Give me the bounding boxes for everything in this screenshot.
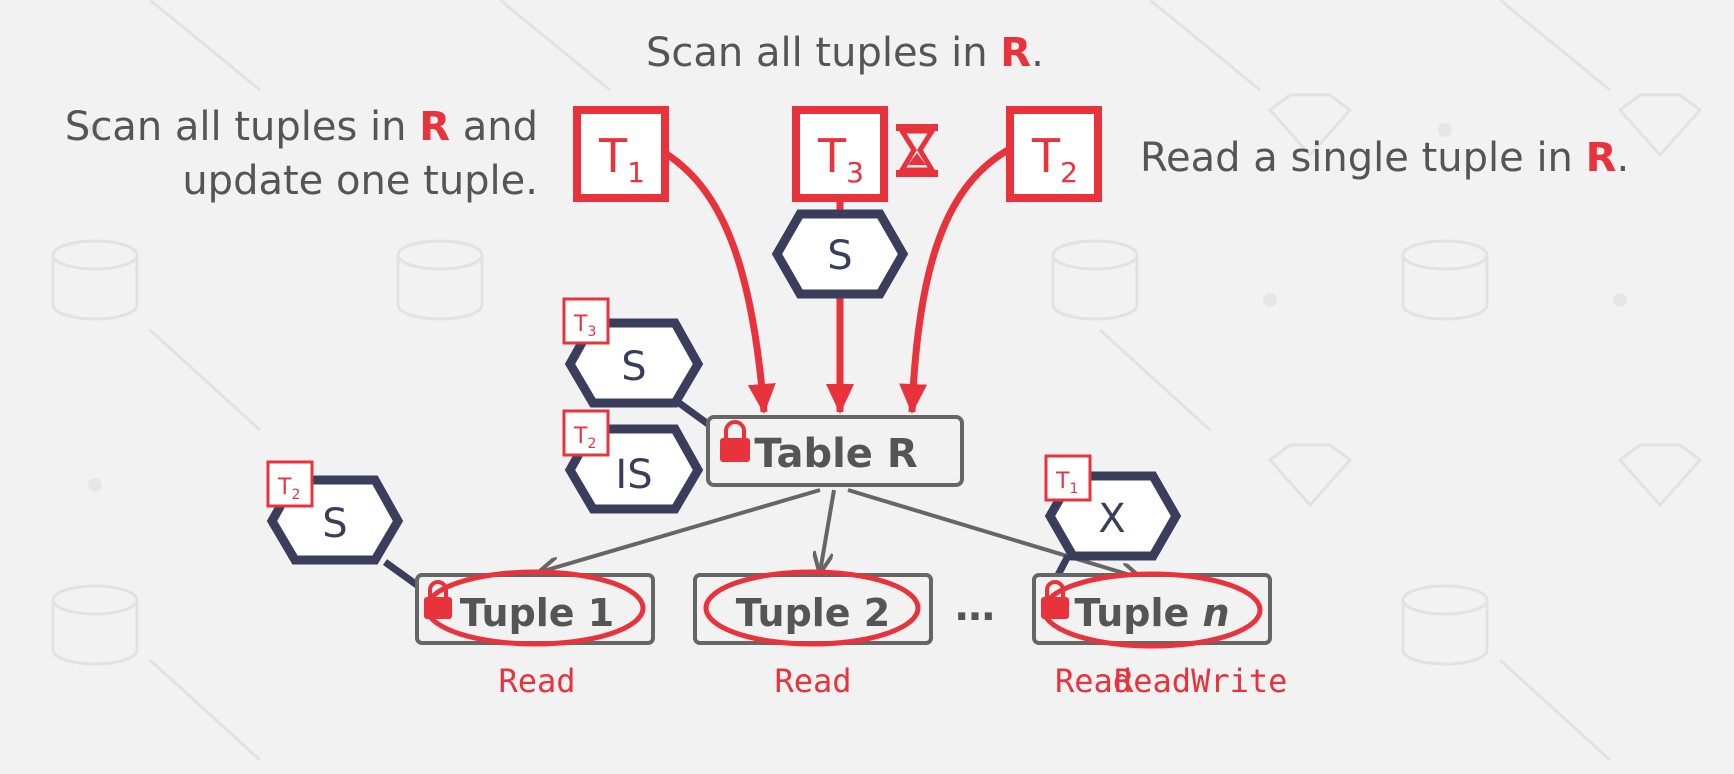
relation-r-label: R bbox=[1000, 30, 1032, 76]
tuple-1-action: Read bbox=[498, 662, 575, 700]
svg-text:T2: T2 bbox=[573, 424, 596, 452]
t1-tuplen-lock-tag: T1 bbox=[1044, 454, 1092, 502]
transaction-t3: T3 bbox=[792, 106, 888, 202]
svg-text:T2: T2 bbox=[1031, 129, 1078, 189]
svg-text:S: S bbox=[621, 344, 646, 390]
edge-table-tuple1 bbox=[540, 488, 821, 572]
tuple-n-action-read: Read bbox=[1055, 662, 1132, 700]
svg-text:S: S bbox=[322, 501, 347, 547]
tuple1-padlock-icon bbox=[424, 580, 452, 619]
svg-text:T1: T1 bbox=[598, 129, 645, 189]
t1-request-arrow bbox=[658, 146, 776, 414]
svg-text:X: X bbox=[1098, 496, 1125, 542]
caption-left: Scan all tuples in R and update one tupl… bbox=[65, 100, 538, 208]
caption-left-line2: update one tuple. bbox=[182, 158, 538, 204]
tuple-2-action: Read bbox=[774, 662, 851, 700]
tuplen-padlock-icon bbox=[1041, 580, 1069, 619]
table-padlock-icon bbox=[720, 420, 750, 462]
tuple-n-action-read-write: ReadWrite bbox=[1114, 662, 1287, 700]
tuple-2-label: Tuple 2 bbox=[736, 591, 890, 635]
svg-text:T1: T1 bbox=[1055, 469, 1078, 497]
svg-text:IS: IS bbox=[615, 452, 652, 498]
caption-top: Scan all tuples in R. bbox=[646, 26, 1044, 80]
more-tuples-ellipsis: … bbox=[955, 584, 995, 630]
transaction-t2: T2 bbox=[1006, 106, 1102, 202]
t2-request-arrow bbox=[899, 146, 1010, 414]
caption-top-text: Scan all tuples in bbox=[646, 30, 1001, 76]
relation-r-label: R bbox=[419, 104, 451, 150]
caption-right-text: Read a single tuple in bbox=[1140, 135, 1586, 181]
caption-top-end: . bbox=[1031, 30, 1044, 76]
caption-right: Read a single tuple in R. bbox=[1140, 131, 1629, 185]
tuple-1-label: Tuple 1 bbox=[460, 591, 614, 635]
relation-r-label: R bbox=[1585, 135, 1617, 181]
caption-left-line1: Scan all tuples in R and bbox=[64, 104, 538, 150]
caption-right-end: . bbox=[1616, 135, 1630, 181]
svg-text:S: S bbox=[827, 233, 852, 279]
t3-lock-tag: T3 bbox=[562, 297, 610, 345]
edge-table-tuple2 bbox=[820, 489, 836, 572]
t3-waiting-s-lock: S bbox=[771, 209, 909, 299]
transaction-t1: T1 bbox=[573, 106, 669, 202]
tuple-2-highlight bbox=[703, 569, 921, 647]
table-r-label: Table R bbox=[754, 431, 917, 477]
hourglass-icon bbox=[896, 124, 938, 177]
t2-tuple1-lock-tag: T2 bbox=[266, 460, 314, 508]
t2-table-lock-tag: T2 bbox=[562, 409, 610, 457]
table-r-node bbox=[706, 415, 964, 487]
svg-text:T2: T2 bbox=[277, 475, 300, 503]
tuple-n-label: Tuple n bbox=[1074, 591, 1229, 635]
svg-text:T3: T3 bbox=[817, 129, 864, 189]
svg-text:T3: T3 bbox=[573, 312, 596, 340]
edge-table-tuplen bbox=[847, 488, 1140, 578]
